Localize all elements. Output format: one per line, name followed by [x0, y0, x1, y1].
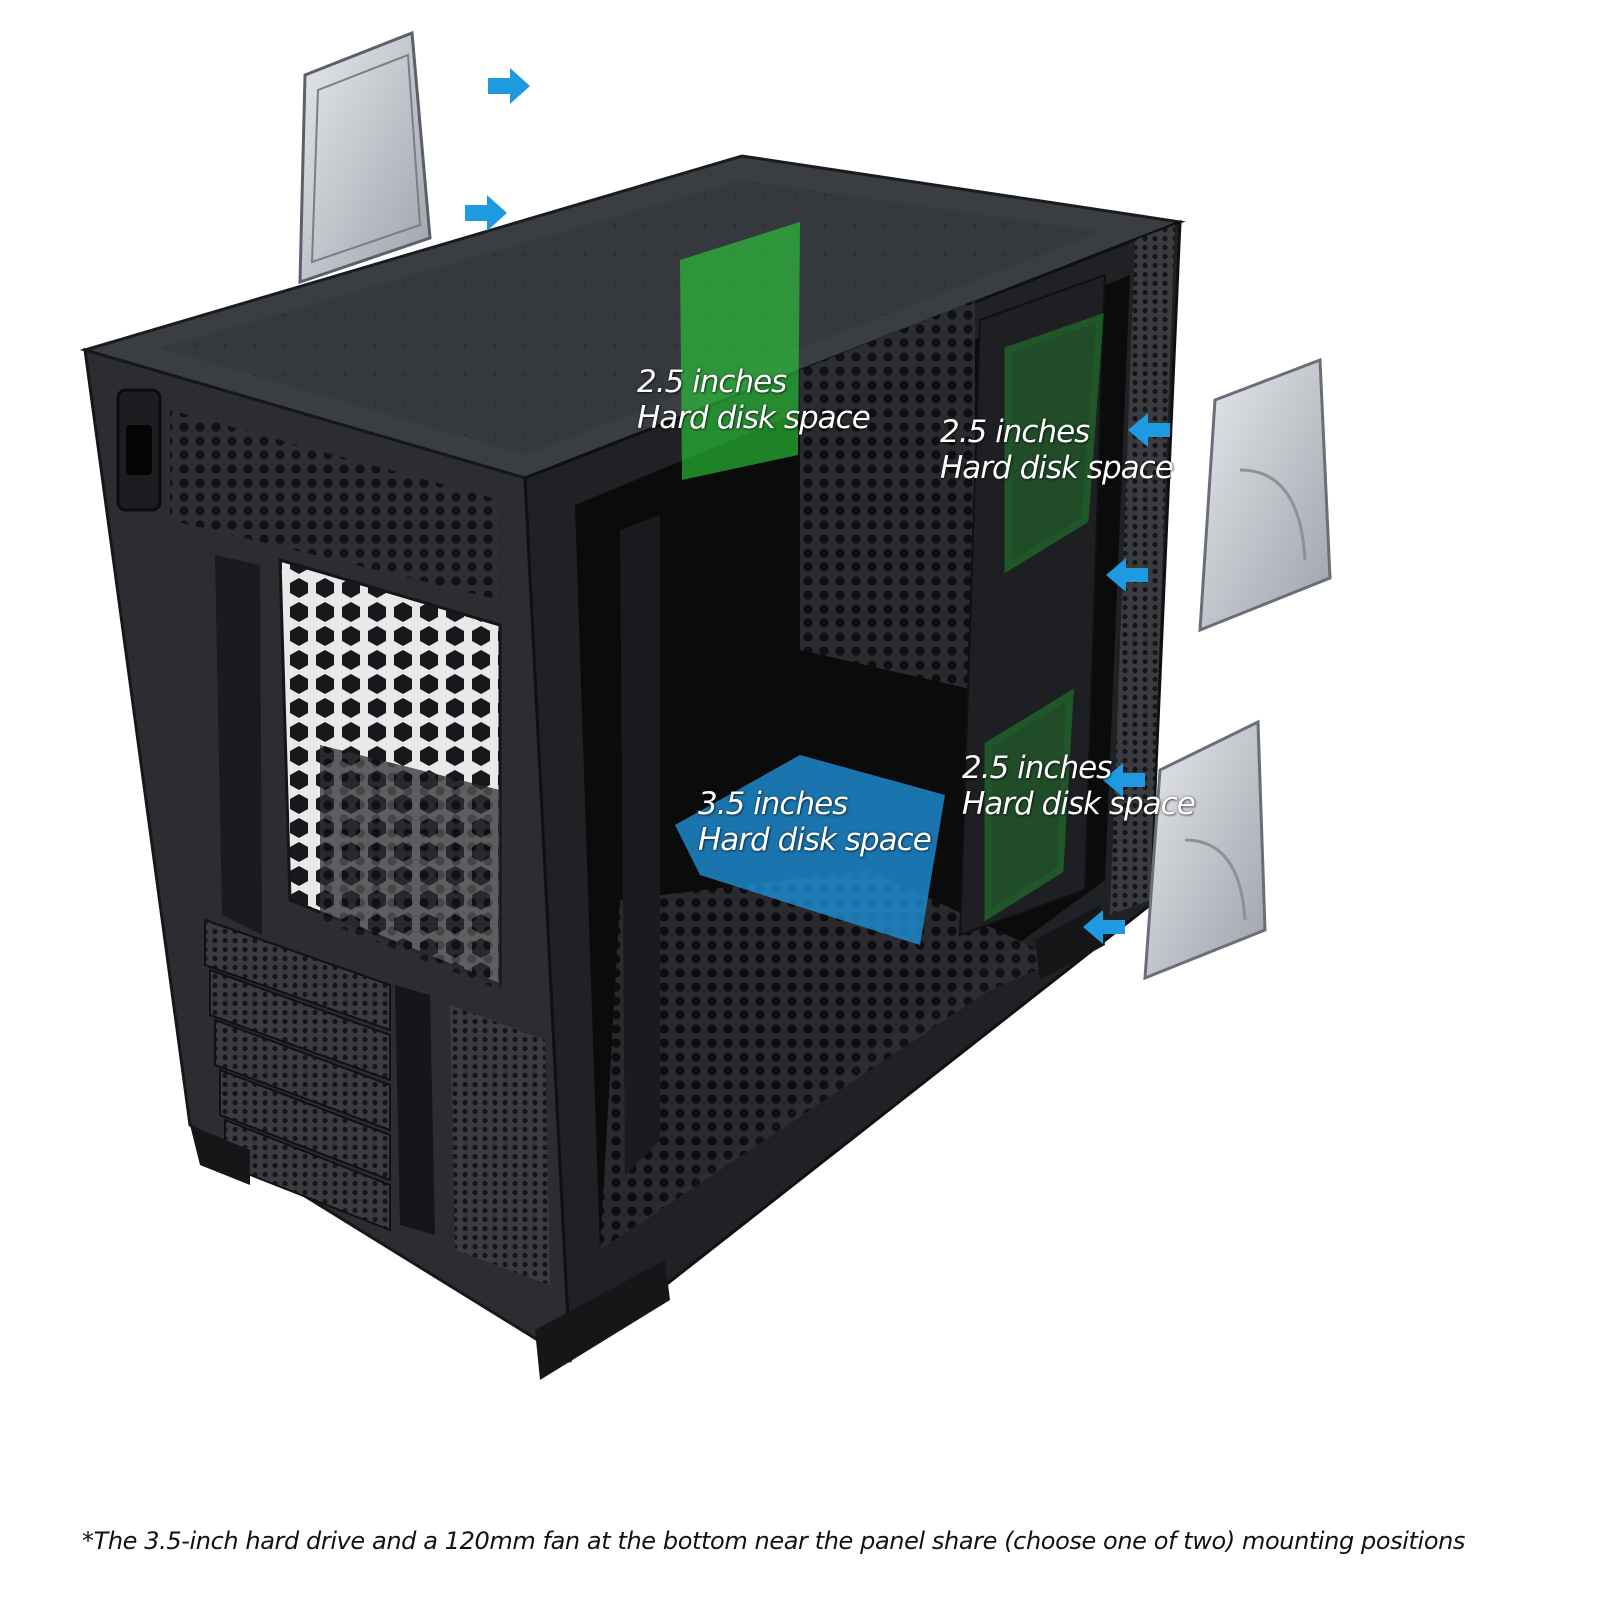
ssd-drive-right-upper: [1198, 357, 1332, 633]
arrow-right-icon: [465, 195, 507, 231]
drive-cage: [958, 273, 1107, 937]
label-desc: Hard disk space: [637, 400, 871, 436]
green-zone-right-lower: [984, 688, 1074, 922]
label-size: 2.5 inches: [940, 414, 1090, 450]
ssd-drive-right-lower: [1143, 719, 1267, 981]
label-size: 3.5 inches: [698, 786, 848, 822]
label-desc: Hard disk space: [962, 786, 1196, 822]
arrow-right-icon: [488, 68, 530, 104]
label-desc: Hard disk space: [698, 822, 932, 858]
label-size: 2.5 inches: [962, 750, 1112, 786]
label-desc: Hard disk space: [940, 450, 1174, 486]
expansion-slots: [204, 918, 391, 1232]
footnote: *The 3.5-inch hard drive and a 120mm fan…: [82, 1527, 1466, 1555]
arrow-left-icon: [1106, 558, 1148, 592]
label-right-upper-2-5-inch: 2.5 inches Hard disk space: [940, 414, 1174, 486]
arrow-icons: [465, 68, 1170, 944]
label-top-2-5-inch: 2.5 inches Hard disk space: [637, 364, 871, 436]
label-bottom-3-5-inch: 3.5 inches Hard disk space: [698, 786, 932, 858]
green-zone-top: [680, 222, 800, 480]
label-size: 2.5 inches: [637, 364, 787, 400]
arrow-left-icon: [1103, 763, 1145, 797]
label-right-lower-2-5-inch: 2.5 inches Hard disk space: [962, 750, 1196, 822]
green-zone-right-upper: [1004, 312, 1104, 574]
foot-front: [535, 1260, 670, 1380]
blue-zone-bottom: [675, 755, 945, 945]
foot-left: [190, 1125, 250, 1185]
floor-mesh: [600, 870, 1060, 1250]
ssd-drive-top: [298, 30, 432, 285]
arrow-left-icon: [1128, 413, 1170, 447]
arrow-left-icon: [1083, 910, 1125, 944]
